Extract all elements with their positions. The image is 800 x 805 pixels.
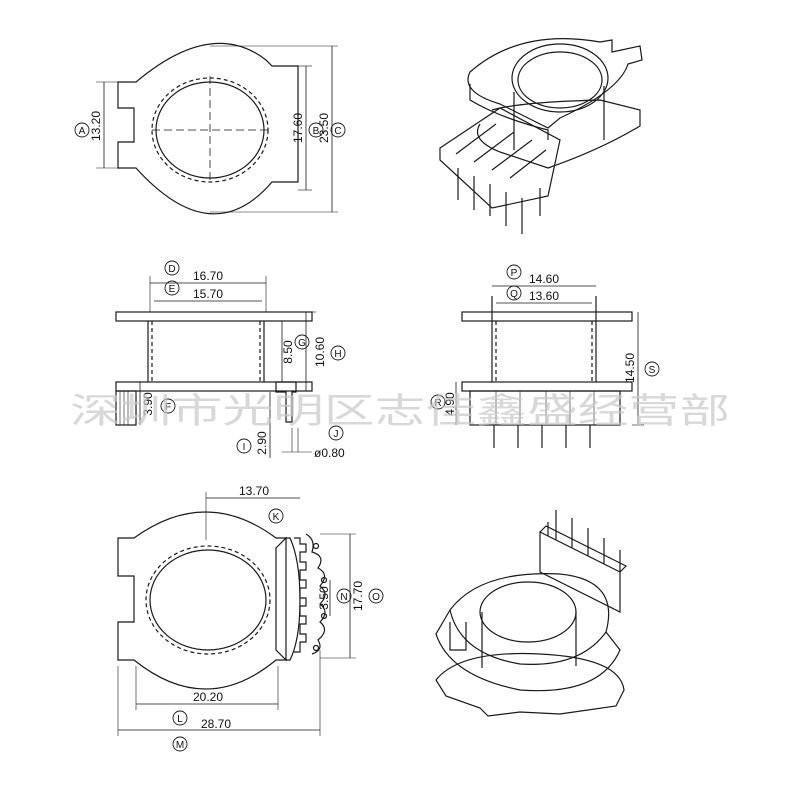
dimension-values: 13.20 17.60 23.50 16.70 15.70 3.90 8.50 …: [89, 111, 637, 731]
dim-r: 4.90: [443, 392, 457, 416]
callout-letter: I: [243, 442, 246, 453]
callout-circles: [74, 122, 660, 752]
isometric-view-top: [439, 38, 643, 234]
callout-letter: H: [334, 349, 341, 360]
dim-e: 15.70: [193, 287, 223, 301]
callout-letter: K: [273, 512, 280, 523]
dim-i: 2.90: [255, 431, 269, 455]
dim-a: 13.20: [89, 111, 103, 141]
callout-letter: N: [340, 592, 347, 603]
callout-letter: O: [372, 592, 380, 603]
callout-letter: E: [169, 284, 176, 295]
dim-o: 17.70: [351, 581, 365, 611]
dim-l: 20.20: [193, 690, 223, 704]
watermark-text: 深圳市光明区志佳鑫盛经营部: [70, 392, 730, 432]
callout-letter: Q: [510, 289, 518, 300]
callout-letter: P: [511, 268, 518, 279]
isometric-view-bottom: [435, 510, 628, 717]
dim-c: 23.50: [317, 113, 331, 143]
side-view: [455, 285, 644, 448]
callout-letter: S: [649, 365, 656, 376]
callout-letter: A: [79, 126, 86, 137]
dim-q: 13.60: [529, 289, 559, 303]
dim-k: 13.70: [239, 484, 269, 498]
dim-d: 16.70: [193, 269, 223, 283]
callout-letter: M: [176, 740, 184, 751]
callout-letters: A B C D E F G H I J K L M N O P Q R S: [79, 126, 656, 751]
bottom-view: [117, 492, 356, 736]
dim-b: 17.60: [291, 113, 305, 143]
callout-letter: L: [177, 714, 183, 725]
dim-m: 28.70: [201, 717, 231, 731]
callout-letter: D: [168, 264, 175, 275]
dim-h: 10.60: [313, 337, 327, 367]
callout-letter: J: [334, 429, 339, 440]
callout-letter: R: [434, 398, 441, 409]
dim-j: ø0.80: [314, 446, 345, 460]
callout-letter: F: [165, 402, 171, 413]
front-view: [115, 276, 316, 458]
dim-p: 14.60: [529, 272, 559, 286]
callout-letter: B: [313, 126, 320, 137]
dim-f: 3.90: [141, 392, 155, 416]
dim-s: 14.50: [623, 353, 637, 383]
callout-letter: C: [334, 126, 341, 137]
callout-letter: G: [298, 338, 306, 349]
dim-n: 3.50: [317, 586, 331, 610]
dim-g: 8.50: [281, 340, 295, 364]
top-view: [96, 42, 338, 215]
